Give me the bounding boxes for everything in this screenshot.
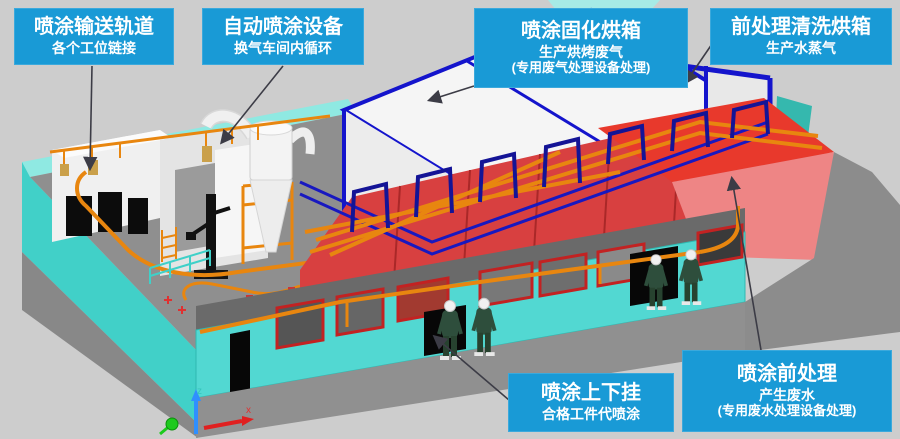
label-title: 前处理清洗烘箱 <box>731 16 871 39</box>
label-note: (专用废气处理设备处理) <box>511 60 651 76</box>
facade-pipe <box>199 206 740 334</box>
workers <box>437 249 704 360</box>
label-title: 自动喷涂设备 <box>223 16 343 39</box>
label-auto-spray: 自动喷涂设备 换气车间内循环 <box>202 8 364 65</box>
label-subtitle: 换气车间内循环 <box>234 40 332 57</box>
worker <box>437 300 463 360</box>
worker <box>643 254 669 310</box>
right-floor <box>745 152 900 352</box>
worker <box>678 249 704 305</box>
platform-railing <box>149 249 211 284</box>
label-subtitle: 各个工位链接 <box>52 40 136 57</box>
axis-gizmo-icon: z x <box>159 386 254 436</box>
floor-markers <box>164 296 186 314</box>
label-pretreatment: 喷涂前处理 产生废水 (专用废水处理设备处理) <box>682 350 892 432</box>
ladder <box>161 227 177 262</box>
label-title: 喷涂固化烘箱 <box>521 20 641 43</box>
label-conveyor-track: 喷涂输送轨道 各个工位链接 <box>14 8 174 65</box>
front-walkway <box>196 302 745 438</box>
label-title: 喷涂输送轨道 <box>34 16 154 39</box>
label-note: (专用废水处理设备处理) <box>717 403 857 419</box>
label-subtitle: 生产水蒸气 <box>766 40 836 57</box>
interior-shadow-band <box>196 208 745 332</box>
label-title: 喷涂前处理 <box>737 363 837 386</box>
label-subtitle: 产生废水 <box>759 386 815 403</box>
axis-x-label: x <box>246 405 251 416</box>
cyclone-separator <box>200 109 315 264</box>
axis-z-label: z <box>197 386 202 397</box>
tank-rails <box>304 119 823 257</box>
worker <box>471 297 497 356</box>
blue-rails <box>299 120 769 256</box>
label-subtitle: 合格工件代喷涂 <box>542 406 640 423</box>
leader-lines <box>83 43 762 401</box>
tank-hoops <box>350 99 770 233</box>
label-title: 喷涂上下挂 <box>541 382 641 405</box>
label-curing-oven: 喷涂固化烘箱 生产烘烤废气 (专用废气处理设备处理) <box>474 8 688 88</box>
label-hang-station: 喷涂上下挂 合格工件代喷涂 <box>508 373 674 432</box>
label-pretreat-oven: 前处理清洗烘箱 生产水蒸气 <box>710 8 892 65</box>
label-subtitle: 生产烘烤废气 <box>539 43 623 60</box>
